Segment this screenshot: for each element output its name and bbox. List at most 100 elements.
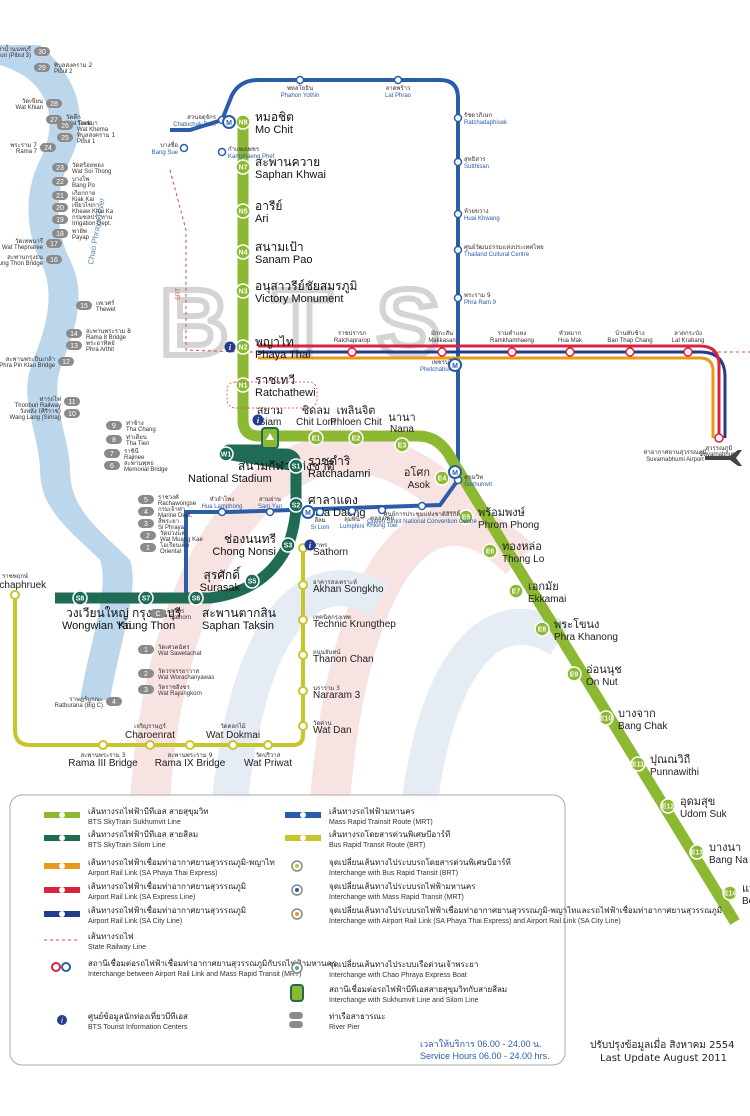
station-e14[interactable]: E14แบริ่งBearing: [722, 880, 750, 907]
river-pier[interactable]: 30ท่าน้ำนนทบุรีNonthaburi (Pibul 3): [0, 43, 50, 59]
arl-station[interactable]: ท่าอากาศยานสุวรรณภูมิSuvarnabhumi Airpor…: [643, 449, 706, 463]
arl-station[interactable]: สุวรรณภูมิSuvarnabhumi: [700, 433, 739, 458]
brt-station[interactable]: ถนนจันทน์Thanon Chan: [298, 648, 374, 665]
station-name-th: ลาดพร้าว: [386, 85, 411, 92]
station-s3[interactable]: S3ช่องนนทรีChong Nonsi: [212, 532, 296, 558]
mrt-interchange-icon: M: [222, 115, 236, 129]
station-s5[interactable]: S5สุรศักดิ์Surasak: [200, 566, 260, 594]
brt-station[interactable]: อาคารสงเคราะห์Akhan Songkho: [298, 578, 384, 595]
brt-station[interactable]: วัดดอกไม้Wat Dokmai: [206, 722, 260, 750]
brt-station[interactable]: เจริญราษฎร์Charoenrat: [125, 722, 175, 750]
river-pier[interactable]: 17วัดเทพนารีWat Thepnaree: [2, 237, 62, 251]
river-pier[interactable]: 10วังหลัง (ศิริราช)Wang Lang (Siriraj): [10, 408, 80, 421]
mrt-station[interactable]: ศูนย์การประชุมแห่งชาติสิริกิติ์Queen Sir…: [367, 501, 478, 526]
station-s7[interactable]: S7กรุงธนบุรีKrung Thon: [118, 590, 182, 632]
brt-station[interactable]: ราชพฤกษ์Ratchaphruek: [0, 572, 47, 600]
mrt-station[interactable]: ลุมพินีLumphini: [340, 506, 364, 531]
